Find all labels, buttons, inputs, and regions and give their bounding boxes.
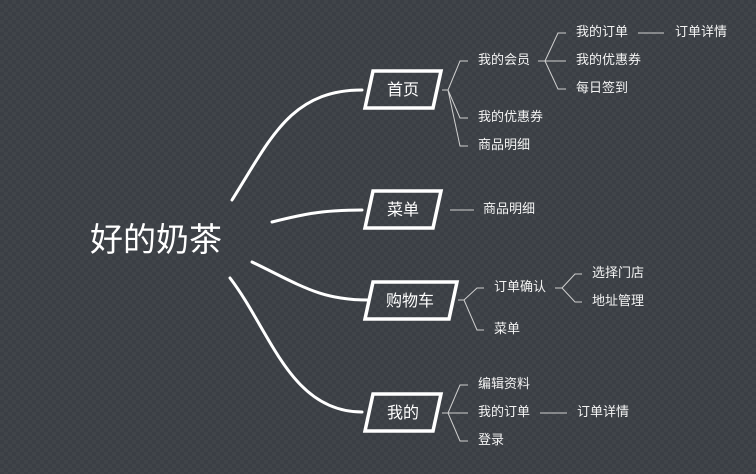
node-my-membership[interactable]: 我的会员	[478, 53, 531, 68]
branch-curve-mine	[228, 276, 364, 414]
node-order-confirm[interactable]: 订单确认	[494, 280, 547, 295]
node-home-coupons[interactable]: 我的优惠券	[478, 110, 544, 125]
node-mine[interactable]: 我的	[386, 403, 419, 422]
node-frame-mine	[362, 392, 444, 433]
node-menu-product-detail[interactable]: 商品明细	[483, 202, 536, 217]
branch-curve-home	[230, 88, 364, 202]
node-mine-orders[interactable]: 我的订单	[478, 405, 531, 420]
node-address-management[interactable]: 地址管理	[592, 294, 645, 309]
node-select-store[interactable]: 选择门店	[592, 266, 645, 281]
node-my-coupons[interactable]: 我的优惠券	[576, 53, 642, 68]
node-daily-checkin[interactable]: 每日签到	[576, 81, 629, 96]
node-home-product-detail[interactable]: 商品明细	[478, 138, 531, 153]
branch-curve-menu	[270, 208, 364, 224]
node-cart-menu[interactable]: 菜单	[494, 322, 521, 337]
node-mine-order-detail[interactable]: 订单详情	[577, 405, 630, 420]
node-menu[interactable]: 菜单	[386, 200, 419, 219]
node-cart[interactable]: 购物车	[385, 291, 434, 310]
node-frame-home	[362, 69, 444, 110]
node-my-orders[interactable]: 我的订单	[576, 25, 629, 40]
node-frame-menu	[362, 189, 444, 230]
node-login[interactable]: 登录	[478, 433, 505, 448]
node-home[interactable]: 首页	[386, 80, 419, 99]
node-order-detail[interactable]: 订单详情	[675, 25, 728, 40]
node-frame-cart	[362, 280, 460, 321]
root-topic[interactable]: 好的奶茶	[90, 220, 222, 259]
node-edit-profile[interactable]: 编辑资料	[478, 377, 531, 392]
branch-curve-cart	[250, 260, 370, 302]
